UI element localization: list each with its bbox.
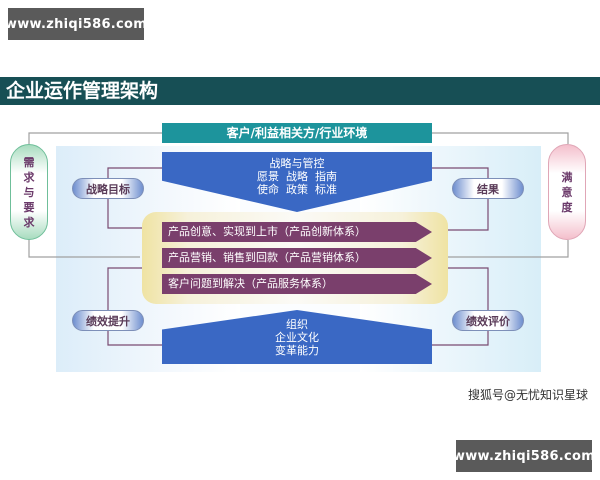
capsule-char: 要	[23, 200, 35, 214]
pill-performance-improve: 绩效提升	[72, 310, 144, 331]
org-line-1: 组织	[286, 318, 308, 331]
source-credit: 搜狐号@无忧知识星球	[468, 388, 589, 402]
watermark-bottom: www.zhiqi586.com	[453, 440, 595, 472]
capsule-char: 需	[23, 155, 35, 169]
org-line-2: 企业文化	[275, 331, 319, 344]
org-line-3: 变革能力	[275, 344, 319, 357]
capsule-char: 与	[23, 185, 35, 199]
process-bar-service: 客户问题到解决（产品服务体系）	[162, 274, 432, 294]
page-title: 企业运作管理架构	[0, 77, 600, 105]
process-bar-marketing: 产品营销、销售到回款（产品营销体系）	[162, 248, 432, 268]
pill-strategic-goal: 战略目标	[72, 178, 144, 199]
environment-bar: 客户/利益相关方/行业环境	[162, 123, 432, 143]
strategy-line-1: 战略与管控	[269, 157, 325, 170]
pill-performance-evaluate: 绩效评价	[452, 310, 524, 331]
capsule-demand: 需 求 与 要 求	[10, 144, 48, 240]
capsule-char: 意	[561, 185, 573, 199]
capsule-satisfaction: 满 意 度	[548, 144, 586, 240]
pill-result: 结果	[452, 178, 524, 199]
process-bar-innovation: 产品创意、实现到上市（产品创新体系）	[162, 222, 432, 242]
capsule-char: 满	[561, 170, 573, 184]
capsule-char: 求	[23, 170, 35, 184]
strategy-line-3: 使命 政策 标准	[257, 183, 337, 196]
capsule-char: 求	[23, 215, 35, 229]
watermark-top: www.zhiqi586.com	[5, 8, 147, 40]
strategy-line-2: 愿景 战略 指南	[257, 170, 337, 183]
capsule-char: 度	[561, 200, 573, 214]
